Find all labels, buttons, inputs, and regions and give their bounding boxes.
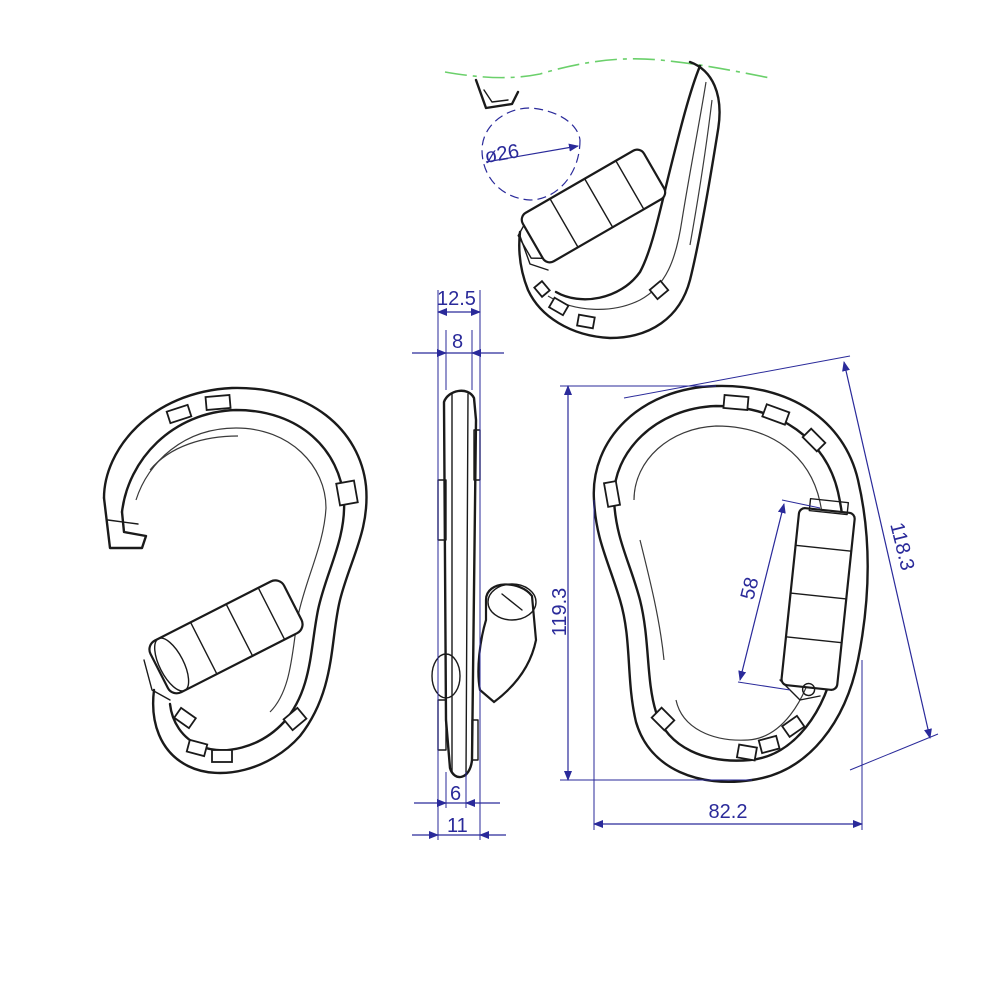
hole-diameter-line	[485, 143, 579, 163]
right-closed-view: 119.3 82.2 118.3 58	[549, 355, 939, 830]
side-dimensions: 12.5 8 6 11	[412, 288, 506, 840]
construction-curve	[444, 58, 771, 79]
side-view-body	[442, 389, 478, 779]
right-dimensions: 119.3 82.2 118.3 58	[549, 355, 939, 830]
left-open-view	[102, 386, 368, 775]
hole-circle	[481, 107, 581, 201]
top-detail-view: ø26	[444, 58, 771, 340]
dim-11: 11	[447, 815, 468, 837]
dim-8: 8	[452, 331, 463, 353]
dim-line-118-3	[842, 361, 932, 739]
hole-diameter-label: ø26	[483, 140, 521, 168]
left-view-sleeve	[148, 579, 304, 695]
top-view-body	[518, 60, 721, 340]
right-view-gate	[780, 497, 856, 697]
top-view-sleeve	[517, 148, 667, 264]
left-outer-outline	[102, 386, 368, 775]
dim-58: 58	[737, 575, 764, 602]
dim-119-3: 119.3	[549, 588, 571, 637]
dim-line-58	[738, 503, 786, 681]
dim-6: 6	[450, 783, 461, 805]
nose-fragment	[474, 78, 520, 110]
left-nose	[102, 496, 148, 550]
dim-12-5: 12.5	[437, 288, 476, 310]
side-view-sleeve	[431, 583, 538, 704]
dim-82-2: 82.2	[709, 801, 748, 823]
side-view: 12.5 8 6 11	[412, 288, 538, 840]
